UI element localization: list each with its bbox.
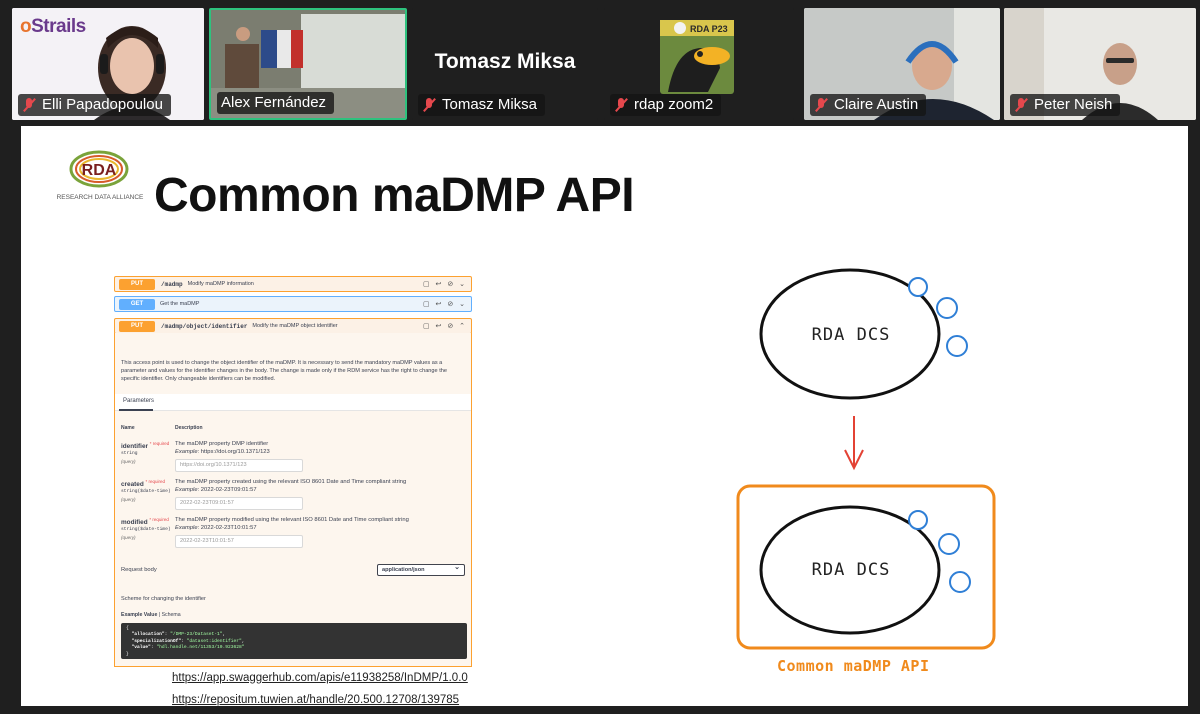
participant-name: Claire Austin (810, 94, 927, 116)
created-input[interactable]: 2022-02-23T09:01:57 (175, 497, 303, 510)
identifier-input[interactable]: https://doi.org/10.1371/123 (175, 459, 303, 472)
param-name: identifier * required (121, 441, 170, 451)
rda-logo-subtitle: RESEARCH DATA ALLIANCE (57, 194, 144, 201)
participant-avatar: RDA P23 (660, 20, 734, 94)
request-body-label: Request body (121, 567, 157, 573)
endpoint-controls-icon[interactable]: ▢ ↩ ⊘ ⌃ (422, 323, 467, 330)
swaggerhub-link[interactable]: https://app.swaggerhub.com/apis/e1193825… (172, 672, 468, 684)
param-location: (query) (121, 535, 136, 540)
rda-logo-text: RDA (82, 162, 117, 179)
swagger-panel: PUT /madmp Modify maDMP information ▢ ↩ … (113, 272, 474, 668)
api-frame (736, 484, 996, 650)
participant-tile-tomasz[interactable]: Tomasz Miksa Tomasz Miksa (412, 8, 598, 120)
rda-logo: RDA RESEARCH DATA ALLIANCE (57, 150, 144, 201)
endpoint-put-madmp[interactable]: PUT /madmp Modify maDMP information ▢ ↩ … (114, 276, 472, 292)
param-example: Example: https://doi.org/10.1371/123 (175, 449, 270, 455)
participant-name: Elli Papadopoulou (18, 94, 171, 116)
param-type: string (121, 451, 138, 456)
param-location: (query) (121, 497, 136, 502)
participant-name: Tomasz Miksa (418, 94, 546, 116)
scheme-text: Scheme for changing the identifier (121, 596, 206, 602)
arrow-head-icon (844, 449, 864, 471)
connector-circle (908, 510, 928, 530)
participant-name: Alex Fernández (217, 92, 335, 114)
connector-circle (946, 335, 968, 357)
connector-circle (938, 533, 960, 555)
participant-tile-claire[interactable]: Claire Austin (804, 8, 1000, 120)
participant-tile-alex[interactable]: Alex Fernández (209, 8, 407, 120)
ostrails-logo: oStrails (20, 16, 86, 37)
param-example: Example: 2022-02-23T09:01:57 (175, 487, 257, 493)
architecture-diagram: RDA DCS RDA DCS (736, 268, 996, 650)
connector-circle (936, 297, 958, 319)
endpoint-controls-icon[interactable]: ▢ ↩ ⊘ ⌄ (422, 301, 467, 308)
mic-muted-icon (814, 97, 828, 113)
participant-tile-peter[interactable]: Peter Neish (1004, 8, 1196, 120)
endpoint-get-madmp[interactable]: GET Get the maDMP ▢ ↩ ⊘ ⌄ (114, 296, 472, 312)
param-type: string($date-time) (121, 489, 171, 494)
example-value-tabs[interactable]: Example Value | Schema (121, 612, 181, 618)
mic-muted-icon (22, 97, 36, 113)
top-dcs-ellipse (759, 268, 941, 400)
diagram-caption: Common maDMP API (777, 657, 930, 675)
rdap-badge: RDA P23 (690, 24, 728, 34)
endpoint-details: This access point is used to change the … (114, 333, 472, 667)
mic-muted-icon (1014, 97, 1028, 113)
endpoint-controls-icon[interactable]: ▢ ↩ ⊘ ⌄ (422, 281, 467, 288)
content-type-select[interactable]: application/json (377, 563, 465, 576)
tab-parameters[interactable]: Parameters (115, 394, 471, 411)
participant-name: rdap zoom2 (610, 94, 722, 116)
param-name: modified * required (121, 517, 169, 527)
connector-circle (908, 277, 928, 297)
param-example: Example: 2022-02-23T10:01:57 (175, 525, 257, 531)
column-header-name: Name (121, 425, 135, 431)
column-header-description: Description (175, 425, 203, 431)
param-name: created * required (121, 479, 166, 489)
shared-slide: RDA RESEARCH DATA ALLIANCE Common maDMP … (21, 126, 1188, 706)
param-description: The maDMP property created using the rel… (175, 479, 407, 485)
param-location: (query) (121, 459, 136, 464)
modified-input[interactable]: 2022-02-23T10:01:57 (175, 535, 303, 548)
participant-tile-elli[interactable]: oStrails Elli Papadopoulou (12, 8, 204, 120)
param-description: The maDMP property modified using the re… (175, 517, 409, 523)
top-dcs-label: RDA DCS (812, 325, 891, 345)
participant-strip: oStrails Elli Papadopoulou Alex Fernánde… (0, 0, 1200, 122)
participant-name: Peter Neish (1010, 94, 1121, 116)
connector-circle (949, 571, 971, 593)
param-description: The maDMP property DMP identifier (175, 441, 269, 447)
endpoint-put-identifier[interactable]: PUT /madmp/object/identifier Modify the … (114, 318, 472, 334)
mic-muted-icon (614, 97, 628, 113)
repositum-link[interactable]: https://repositum.tuwien.at/handle/20.50… (172, 694, 460, 706)
slide-title: Common maDMP API (154, 169, 635, 222)
participant-placeholder-name: Tomasz Miksa (434, 50, 576, 73)
mic-muted-icon (422, 97, 436, 113)
endpoint-description: This access point is used to change the … (121, 360, 447, 382)
participant-tile-rdap[interactable]: RDA P23 rdap zoom2 (604, 8, 794, 120)
param-type: string($date-time) (121, 527, 171, 532)
bottom-dcs-ellipse (759, 505, 941, 635)
example-json-code: { "allocation": "/DMP-23/Dataset-1", "sp… (121, 623, 467, 659)
bottom-dcs-label: RDA DCS (812, 560, 891, 580)
